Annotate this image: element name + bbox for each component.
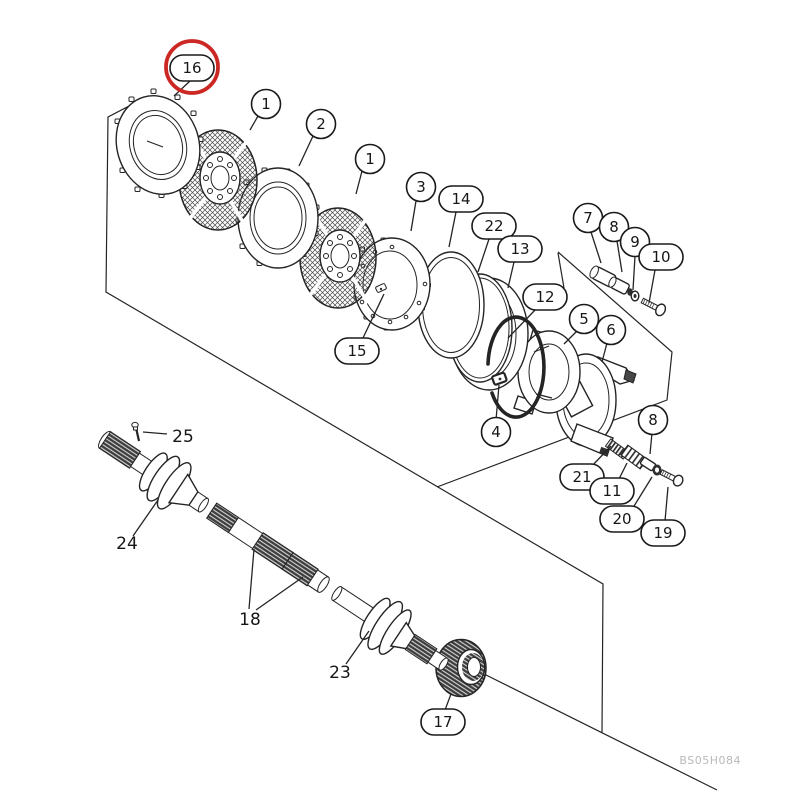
svg-text:13: 13 [510,240,529,258]
callout-6[interactable]: 6 [595,314,627,363]
callout-14[interactable]: 14 [438,185,484,248]
callout-10[interactable]: 10 [638,243,684,304]
svg-text:8: 8 [648,411,658,429]
svg-text:1: 1 [261,95,271,113]
part-ring-gasket [417,251,485,359]
svg-text:21: 21 [572,468,591,486]
svg-text:3: 3 [416,178,426,196]
svg-text:16: 16 [182,59,201,77]
callout-20[interactable]: 20 [599,476,653,533]
svg-text:19: 19 [653,524,672,542]
svg-text:8: 8 [609,218,619,236]
background-plane-lines [105,103,718,791]
svg-text:14: 14 [451,190,470,208]
callout-21[interactable]: 21 [559,445,612,491]
callout-3[interactable]: 3 [405,171,437,232]
part-pin-small [608,276,630,295]
callout-22[interactable]: 22 [471,212,517,273]
callout-4[interactable]: 4 [480,384,512,448]
part-clutch-plate [235,167,320,269]
part-set-bolt [131,421,141,442]
label-25[interactable]: 25 [142,427,194,447]
label-18[interactable]: 18 [239,548,304,630]
callout-16[interactable]: 16 [164,39,220,97]
svg-text:2: 2 [316,115,326,133]
part-bolt-lower [659,469,684,487]
svg-text:22: 22 [484,217,503,235]
callout-17[interactable]: 17 [420,693,466,736]
part-cam-plate [555,353,637,457]
watermark-code: BS05H084 [679,754,741,767]
rim-lugs [114,88,204,198]
part-shaft-end [331,586,449,671]
svg-text:17: 17 [433,713,452,731]
callout-11[interactable]: 11 [589,462,635,505]
part-shaft-mid [206,502,330,593]
svg-text:24: 24 [116,534,138,554]
label-23[interactable]: 23 [329,630,370,683]
svg-text:9: 9 [630,233,640,251]
svg-text:7: 7 [583,209,593,227]
svg-text:5: 5 [579,310,589,328]
svg-text:25: 25 [172,427,194,447]
callout-15[interactable]: 15 [334,293,385,365]
callout-5[interactable]: 5 [563,303,600,345]
callout-12[interactable]: 12 [507,283,568,339]
callout-2[interactable]: 2 [298,108,337,167]
svg-text:1: 1 [365,150,375,168]
svg-text:20: 20 [612,510,631,528]
part-cam-ring [513,329,581,415]
svg-text:11: 11 [602,482,621,500]
callout-1[interactable]: 1 [354,143,386,195]
part-friction-disc-rear [299,207,377,309]
part-pto-shaft [98,430,449,671]
callout-8[interactable]: 8 [637,404,669,455]
svg-text:10: 10 [651,248,670,266]
part-washer [652,464,662,476]
part-retaining-clip [491,371,508,386]
callout-13[interactable]: 13 [497,235,543,289]
part-backing-plate [114,88,204,198]
label-24[interactable]: 24 [116,499,159,554]
callout-1[interactable]: 1 [249,88,282,131]
callout-7[interactable]: 7 [572,202,604,264]
svg-text:23: 23 [329,663,351,683]
svg-text:18: 18 [239,610,261,630]
part-washer-nut [627,288,640,302]
part-splined-coupling [435,638,487,698]
part-bolt-upper [640,297,667,317]
callout-8[interactable]: 8 [598,211,630,273]
part-snap-ring [486,315,546,419]
svg-text:6: 6 [606,321,616,339]
part-lever-stack [138,452,199,510]
svg-text:12: 12 [535,288,554,306]
svg-text:15: 15 [347,342,366,360]
svg-text:4: 4 [491,423,501,441]
highlight-ring [164,39,220,95]
callout-19[interactable]: 19 [640,486,686,547]
